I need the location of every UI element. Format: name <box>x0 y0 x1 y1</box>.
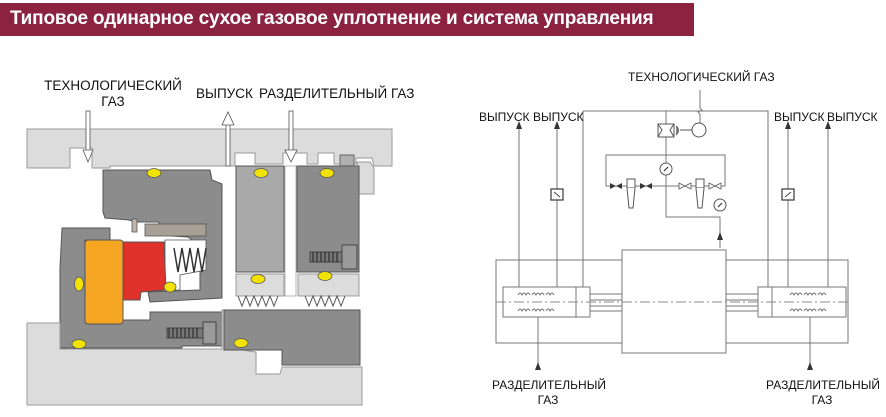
right-seal-springs <box>789 292 827 313</box>
sleeve-block <box>223 309 361 366</box>
label-separation-left-line1: РАЗДЕЛИТЕЛЬНЫЙ <box>492 378 606 392</box>
supply-header-line <box>583 110 769 288</box>
label-separation-gas: РАЗДЕЛИТЕЛЬНЫЙ ГАЗ <box>259 86 415 101</box>
left-seal-springs <box>517 292 555 313</box>
vent-channel <box>284 165 297 297</box>
upper-bolt <box>309 244 358 270</box>
arrow-up-icon <box>516 121 522 129</box>
label-process-gas-line1: ТЕХНОЛОГИЧЕСКИЙ <box>44 78 182 93</box>
vent-arrow-icon <box>221 111 235 167</box>
stationary-primary-ring <box>122 241 167 301</box>
page-title: Типовое одинарное сухое газовое уплотнен… <box>10 8 654 29</box>
label-vent-4: ВЫПУСК <box>827 110 878 124</box>
filter-right-icon <box>678 178 722 209</box>
separation-gas-arrow-icon <box>284 110 298 163</box>
pressure-gauge-icon <box>713 198 727 212</box>
label-separation-left-line2: ГАЗ <box>537 393 559 407</box>
separation-ring-left <box>235 165 285 273</box>
lower-bolt <box>166 321 217 345</box>
flow-meter-right-icon <box>781 188 795 201</box>
label-vent-1: ВЫПУСК <box>479 110 530 124</box>
o-ring <box>317 271 333 281</box>
filter-branch <box>605 154 726 187</box>
o-ring <box>319 168 335 178</box>
label-process-gas-line2: ГАЗ <box>101 94 125 109</box>
spring <box>173 247 207 273</box>
o-ring <box>71 339 87 349</box>
arrow-up-icon <box>785 121 791 129</box>
labyrinth-left <box>235 273 285 308</box>
arrow-up-icon <box>554 121 560 129</box>
arrow-up-icon <box>535 362 541 370</box>
label-vent-3: ВЫПУСК <box>774 110 825 124</box>
o-ring <box>250 274 266 284</box>
guide-pin <box>131 218 138 233</box>
process-gas-arrow-icon <box>82 110 94 164</box>
shaft-sleeve <box>26 309 363 406</box>
arrow-up-icon <box>717 232 723 240</box>
label-separation-right-line1: РАЗДЕЛИТЕЛЬНЫЙ <box>766 378 880 392</box>
compressor-body <box>621 249 727 354</box>
label-separation-right-line2: ГАЗ <box>811 393 833 407</box>
filter-left-icon <box>610 178 652 209</box>
o-ring <box>233 338 249 348</box>
flow-meter-left-icon <box>550 188 564 201</box>
flow-arrowheads <box>516 121 831 370</box>
o-ring <box>253 168 269 178</box>
process-gas-input-line <box>697 90 703 123</box>
lower-center-line <box>665 186 721 248</box>
label-process-gas: ТЕХНОЛОГИЧЕСКИЙ ГАЗ <box>628 70 775 84</box>
spring-retainer-plate <box>144 223 207 237</box>
o-ring <box>146 168 162 178</box>
pressure-gauge-icon <box>659 162 673 176</box>
o-ring <box>74 276 84 292</box>
label-vent: ВЫПУСК <box>196 86 253 101</box>
pressure-regulator-icon <box>657 122 707 138</box>
arrow-up-icon <box>807 362 813 370</box>
label-vent-2: ВЫПУСК <box>533 110 584 124</box>
title-banner: Типовое одинарное сухое газовое уплотнен… <box>0 3 694 36</box>
o-ring <box>163 281 177 293</box>
upper-housing <box>26 128 393 169</box>
arrow-up-icon <box>825 121 831 129</box>
o-rings <box>71 168 335 349</box>
